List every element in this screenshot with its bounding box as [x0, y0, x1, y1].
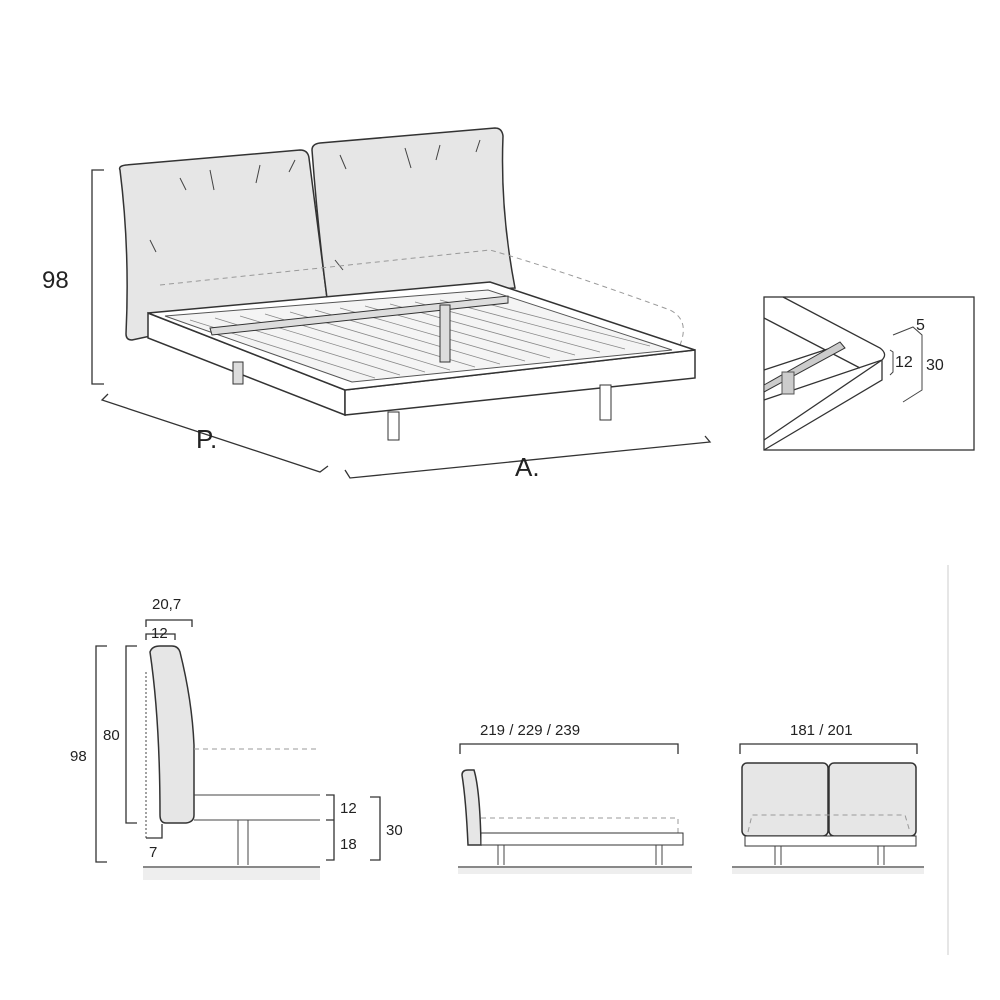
detail-total-dim: 30 — [926, 357, 944, 374]
center-rail — [209, 295, 509, 336]
width-dimension-line — [344, 435, 712, 479]
width-dimension-label: 181 / 201 — [790, 722, 853, 739]
headboard-right-cushion — [311, 127, 516, 299]
cushion-creases — [149, 139, 481, 271]
depth-label: P. — [196, 424, 217, 454]
leg-front-right — [599, 384, 612, 421]
frame-detail-inset: 5 12 30 — [763, 296, 975, 451]
leg-back-left — [232, 361, 244, 385]
height-label: 98 — [42, 267, 69, 294]
height-dimension-line — [91, 169, 104, 385]
center-support — [439, 304, 451, 363]
length-view: 219 / 229 / 239 — [458, 722, 692, 874]
svg-text:98: 98 — [70, 748, 87, 765]
depth-dimension-line — [100, 393, 329, 473]
detail-frame-dim: 12 — [895, 354, 913, 371]
detail-top-dim: 5 — [916, 317, 925, 334]
svg-text:12: 12 — [151, 625, 168, 642]
perspective-bed: 98 P. A. — [42, 127, 712, 482]
svg-text:7: 7 — [149, 844, 157, 861]
svg-text:12: 12 — [340, 800, 357, 817]
side-view: 20,7 12 98 80 7 12 18 30 — [70, 596, 403, 880]
width-view: 181 / 201 — [732, 722, 924, 874]
length-dimension-label: 219 / 229 / 239 — [480, 722, 580, 739]
svg-text:20,7: 20,7 — [152, 596, 181, 613]
svg-text:80: 80 — [103, 727, 120, 744]
width-label: A. — [515, 452, 540, 482]
svg-text:30: 30 — [386, 822, 403, 839]
leg-front-left — [387, 411, 400, 441]
svg-text:18: 18 — [340, 836, 357, 853]
slats — [189, 297, 651, 379]
